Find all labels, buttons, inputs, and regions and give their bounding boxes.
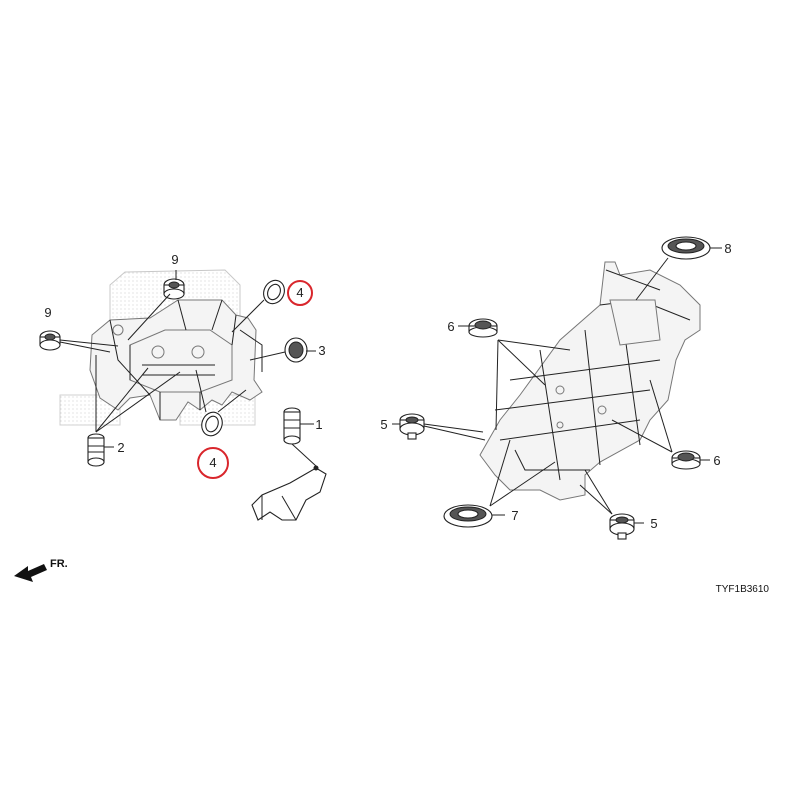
front-label: FR.	[50, 558, 68, 570]
callout-5-left: 5	[380, 417, 387, 432]
clip-5-right	[609, 513, 635, 540]
leader-lines-right	[392, 247, 722, 524]
grommet-6-right	[671, 450, 701, 470]
callout-6-right: 6	[713, 453, 720, 468]
diagram-reference-code: TYF1B3610	[716, 584, 770, 595]
callout-4-lower: 4	[209, 455, 216, 470]
grommet-9-top	[163, 278, 185, 300]
floor-pan-assembly	[479, 261, 701, 501]
callout-1: 1	[315, 417, 322, 432]
callout-9-top: 9	[171, 252, 178, 267]
highlight-circle-4-upper	[287, 280, 313, 306]
callout-5-right: 5	[650, 516, 657, 531]
callout-4-upper: 4	[296, 285, 303, 300]
callout-8: 8	[724, 241, 731, 256]
plug-1	[283, 407, 301, 445]
front-frame-assembly	[59, 269, 263, 426]
callout-9-left: 9	[44, 305, 51, 320]
grommet-6-left	[468, 318, 498, 338]
plug-2	[87, 433, 105, 467]
callout-7: 7	[511, 508, 518, 523]
leader-lines-left	[59, 270, 317, 467]
grommet-3	[284, 337, 308, 363]
grommet-9-left	[39, 330, 61, 351]
callout-6-left: 6	[447, 319, 454, 334]
grommet-4-upper	[263, 279, 285, 305]
grommet-8	[661, 236, 711, 260]
callout-3: 3	[318, 343, 325, 358]
front-fender	[251, 465, 327, 521]
front-direction-arrow: FR.	[14, 558, 68, 582]
callout-2: 2	[117, 440, 124, 455]
clip-5-left	[399, 413, 425, 440]
grommet-7	[443, 504, 493, 528]
highlight-circle-4-lower	[197, 447, 229, 479]
grommet-4-lower	[201, 411, 223, 437]
